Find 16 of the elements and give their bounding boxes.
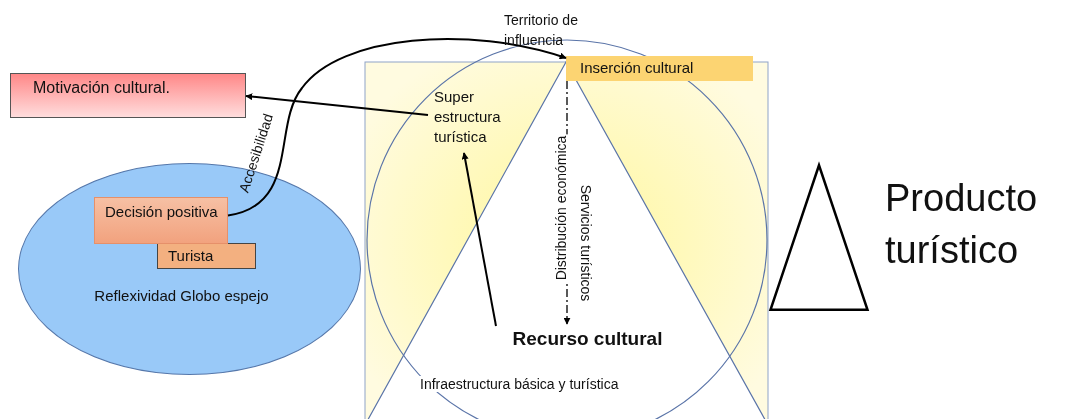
process-box: Turista [157, 243, 256, 269]
text-label: Servicios turísticos [578, 184, 595, 302]
text-label: Producto turístico [885, 176, 1039, 273]
text-label: Territorio de influencia [504, 11, 579, 50]
arrow [245, 93, 429, 116]
triangle-shape [769, 163, 869, 312]
process-box: Decisión positiva [94, 197, 228, 244]
process-box: Inserción cultural [566, 56, 753, 81]
process-box: Motivación cultural. [10, 73, 246, 118]
arrow [461, 152, 497, 327]
arrow [227, 38, 567, 217]
node-label: Recurso cultural [480, 328, 695, 354]
node-text: Reflexividad Globo espejo [93, 286, 270, 306]
text-label: Infraestructura básica y turística [418, 376, 621, 392]
node-label: Super estructura turística [434, 87, 529, 149]
edge-label: Distribución económica [553, 134, 570, 282]
